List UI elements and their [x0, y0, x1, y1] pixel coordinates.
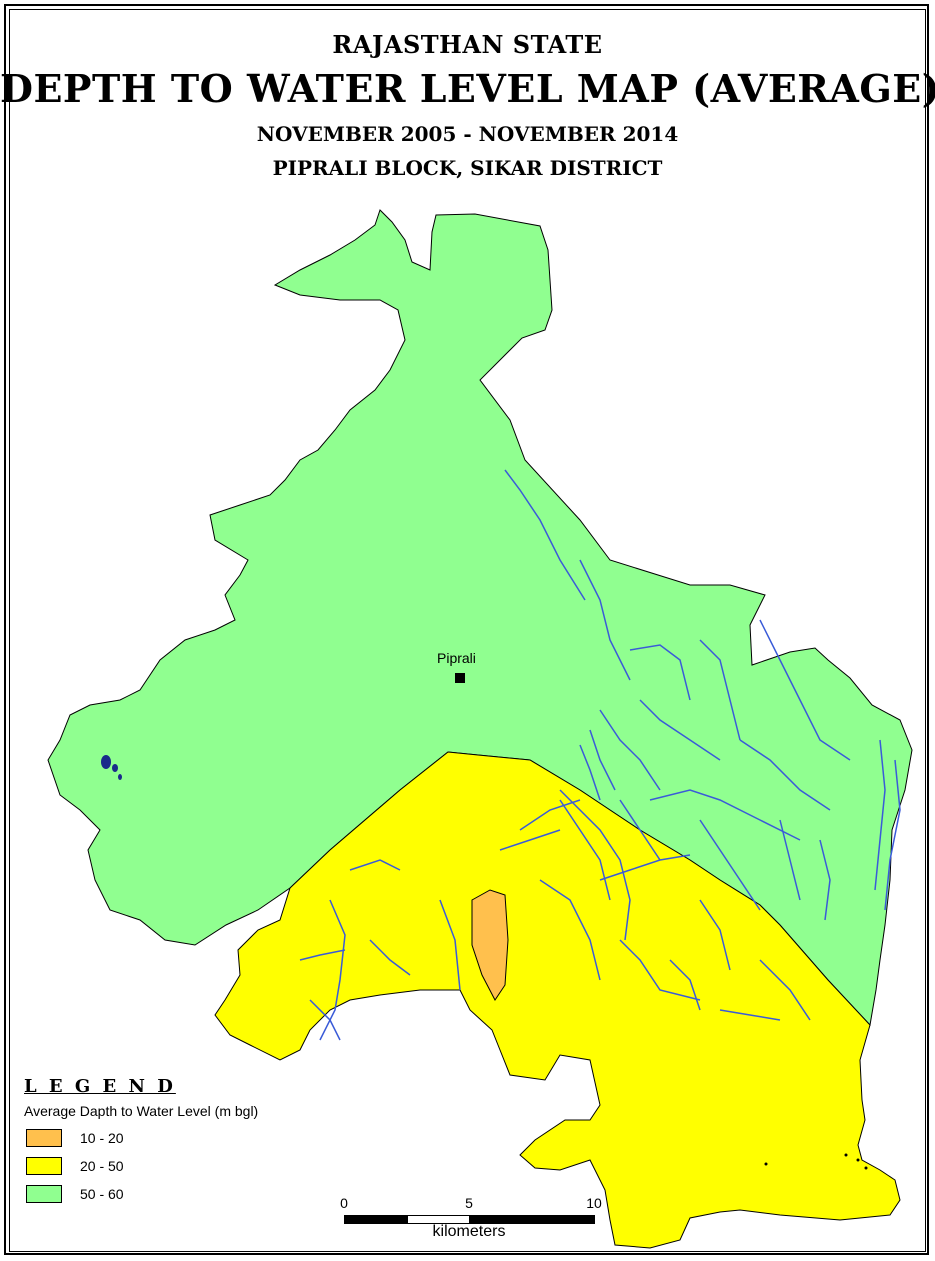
map-state-title: RAJASTHAN STATE: [332, 30, 603, 59]
town-label-piprali: Piprali: [437, 650, 476, 666]
map-period-subtitle: NOVEMBER 2005 - NOVEMBER 2014: [256, 122, 679, 146]
legend-label: 50 - 60: [80, 1186, 124, 1202]
zone-10-20: [471, 889, 509, 1001]
legend: L E G E N D Average Dapth to Water Level…: [24, 1076, 258, 1203]
map-inner-frame: [9, 9, 926, 1252]
map-location-subtitle: PIPRALI BLOCK, SIKAR DISTRICT: [272, 156, 663, 180]
scale-segment-3: [469, 1215, 595, 1224]
waterbodies: [101, 755, 122, 780]
legend-item-50-60: 50 - 60: [24, 1185, 258, 1203]
legend-item-10-20: 10 - 20: [24, 1129, 258, 1147]
legend-subtitle: Average Dapth to Water Level (m bgl): [24, 1103, 259, 1119]
scale-tick-5: 5: [465, 1195, 473, 1211]
legend-heading: L E G E N D: [24, 1076, 176, 1097]
scale-unit-label: kilometers: [432, 1223, 506, 1240]
zone-20-50: [214, 751, 901, 1249]
legend-label: 10 - 20: [80, 1130, 124, 1146]
legend-item-20-50: 20 - 50: [24, 1157, 258, 1175]
legend-label: 20 - 50: [80, 1158, 124, 1174]
legend-swatch: [26, 1157, 62, 1175]
legend-swatch: [26, 1129, 62, 1147]
map-outer-frame: [4, 4, 929, 1255]
drainage-network: [299, 469, 901, 1041]
scale-tick-0: 0: [340, 1195, 348, 1211]
scale-bar: 0 5 10 kilometers: [340, 1195, 604, 1255]
scale-tick-10: 10: [586, 1195, 602, 1211]
small-features: [764, 1153, 868, 1170]
map-main-title: DEPTH TO WATER LEVEL MAP (AVERAGE): [0, 66, 935, 111]
town-marker-square: [455, 673, 465, 683]
legend-swatch: [26, 1185, 62, 1203]
